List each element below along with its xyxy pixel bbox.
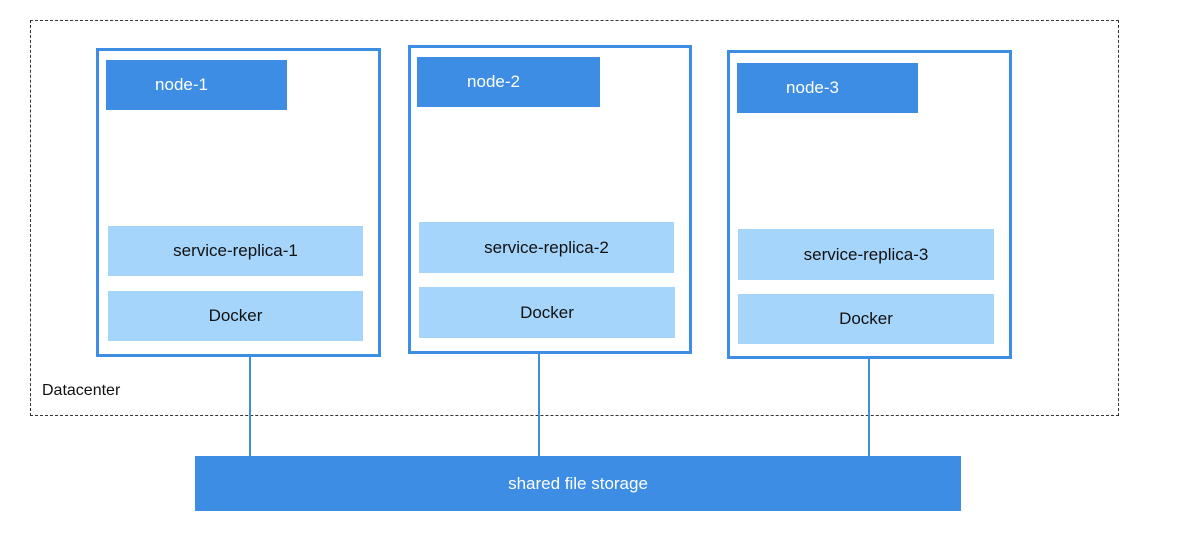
shared-file-storage: shared file storage (195, 456, 961, 511)
service-replica-2-box: service-replica-2 (419, 222, 674, 273)
connector-node-2 (538, 354, 540, 456)
node-3-header: node-3 (737, 63, 918, 113)
connector-node-1 (249, 357, 251, 456)
connector-node-3 (868, 359, 870, 456)
service-replica-1-box: service-replica-1 (108, 226, 363, 276)
node-1-header: node-1 (106, 60, 287, 110)
datacenter-boundary (30, 20, 1119, 416)
docker-box-1: Docker (108, 291, 363, 341)
node-2-header: node-2 (417, 57, 600, 107)
docker-box-3: Docker (738, 294, 994, 344)
datacenter-label: Datacenter (42, 382, 121, 399)
service-replica-3-box: service-replica-3 (738, 229, 994, 280)
docker-box-2: Docker (419, 287, 675, 338)
